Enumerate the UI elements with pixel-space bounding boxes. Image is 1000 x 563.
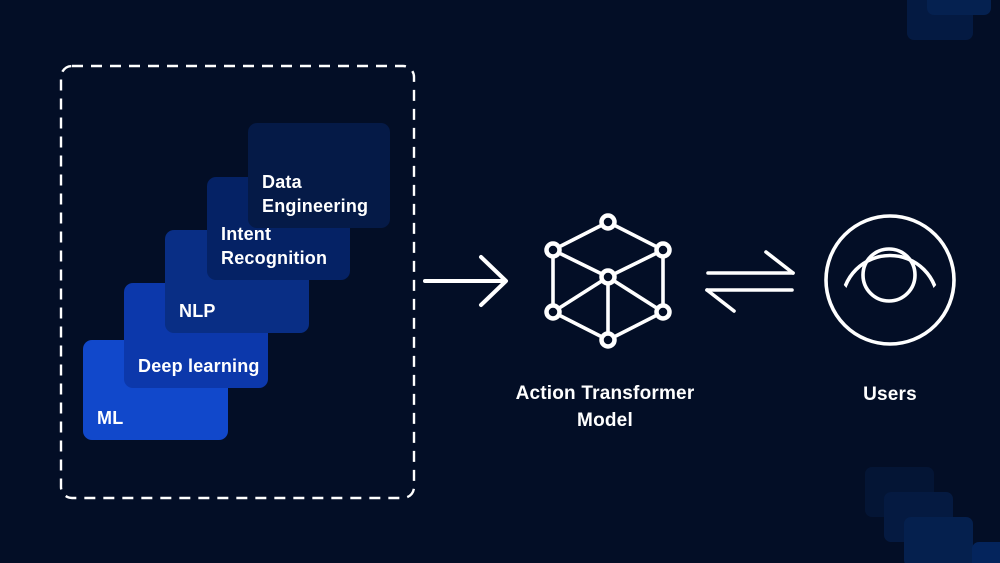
- stack-box-label: NLP: [179, 301, 216, 321]
- users-label: Users: [863, 384, 917, 405]
- stack-box-data-engineering: Data Engineering: [248, 123, 390, 228]
- right-arrow-icon: [415, 245, 515, 315]
- stack-box-label: Deep learning: [138, 356, 260, 376]
- user-profile-icon: [820, 208, 960, 352]
- stack-box-label: Intent Recognition: [221, 224, 328, 268]
- decor-tile: [927, 0, 991, 15]
- cube-network-icon: [535, 205, 681, 355]
- model-label: Action Transformer Model: [515, 383, 695, 431]
- stack-box-label: Data Engineering: [262, 172, 369, 216]
- stack-box-label: ML: [97, 408, 124, 428]
- exchange-arrows-icon: [700, 245, 800, 315]
- decor-tile: [972, 542, 1000, 563]
- decor-tile: [904, 517, 973, 563]
